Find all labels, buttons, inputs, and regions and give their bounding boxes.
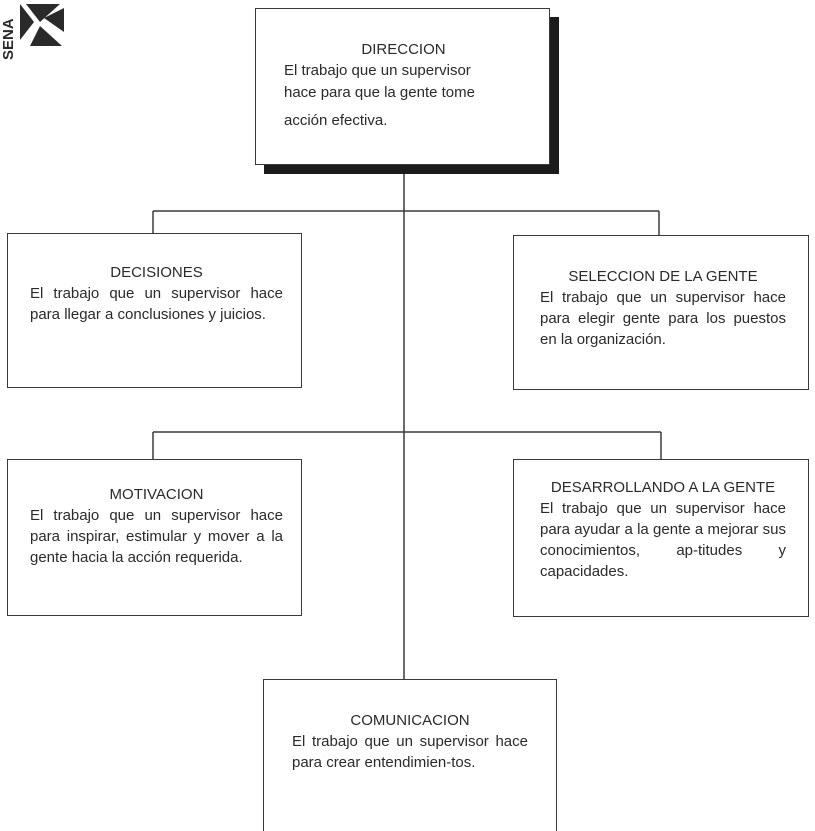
sena-logo: SENA (0, 4, 64, 60)
desarrollando-box: DESARROLLANDO A LA GENTE El trabajo que … (513, 459, 809, 617)
direccion-line-2: hace para que la gente tome (284, 84, 475, 101)
comunicacion-title: COMUNICACION (350, 712, 470, 729)
direccion-description: El trabajo que un supervisor hace para q… (284, 60, 523, 132)
comunicacion-description: El trabajo que un supervisor hace para c… (292, 733, 528, 771)
sena-logo-text: SENA (0, 18, 17, 60)
comunicacion-box: COMUNICACION El trabajo que un superviso… (263, 679, 557, 831)
decisiones-description: El trabajo que un supervisor hace para l… (30, 285, 283, 323)
decisiones-title: DECISIONES (110, 264, 203, 281)
decisiones-box: DECISIONES El trabajo que un supervisor … (7, 233, 302, 388)
motivacion-title: MOTIVACION (109, 486, 204, 503)
desarrollando-title: DESARROLLANDO A LA GENTE (550, 479, 776, 496)
desarrollando-description: El trabajo que un supervisor hace para a… (540, 500, 786, 580)
direccion-line-1: El trabajo que un supervisor (284, 62, 471, 79)
direccion-title: DIRECCION (361, 41, 446, 58)
seleccion-box: SELECCION DE LA GENTE El trabajo que un … (513, 235, 809, 390)
seleccion-title: SELECCION DE LA GENTE (568, 268, 758, 285)
direccion-box: DIRECCION El trabajo que un supervisor h… (255, 8, 550, 165)
direccion-line-3: acción efectiva. (284, 112, 388, 129)
motivacion-description: El trabajo que un supervisor hace para i… (30, 507, 283, 566)
motivacion-box: MOTIVACION El trabajo que un supervisor … (7, 459, 302, 616)
seleccion-description: El trabajo que un supervisor hace para e… (540, 289, 786, 348)
